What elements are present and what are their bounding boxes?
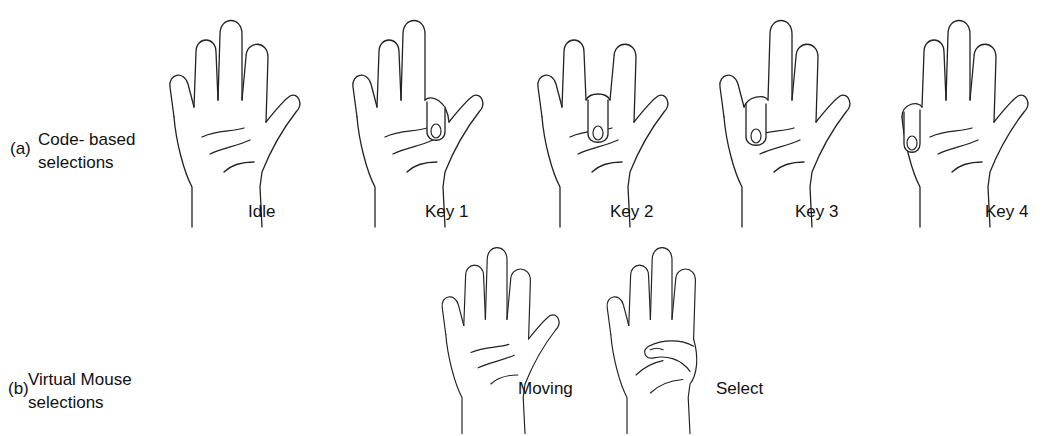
thumb xyxy=(523,315,559,434)
hand-outline xyxy=(724,117,742,227)
finger xyxy=(607,297,629,335)
finger xyxy=(970,44,996,122)
row-heading: Virtual Mouse selections xyxy=(28,368,146,414)
finger xyxy=(629,265,651,325)
gesture-label: Key 3 xyxy=(795,200,838,223)
finger-knuckle xyxy=(586,94,610,100)
finger xyxy=(401,21,425,101)
hand-outline xyxy=(174,117,192,227)
finger xyxy=(792,44,818,122)
hand-key-3 xyxy=(720,21,850,228)
finger xyxy=(170,75,194,117)
hand-outline xyxy=(357,117,375,227)
finger xyxy=(442,297,464,335)
panel-letter: (a) xyxy=(10,137,31,160)
finger-nail xyxy=(907,136,917,150)
gesture-label: Moving xyxy=(518,377,573,400)
gesture-label: Key 4 xyxy=(985,200,1028,223)
folded-finger xyxy=(588,100,608,142)
thumb-nail xyxy=(650,348,663,349)
finger xyxy=(538,75,562,117)
finger xyxy=(485,248,507,320)
finger xyxy=(242,44,268,122)
finger xyxy=(353,75,377,117)
finger xyxy=(194,40,218,107)
finger xyxy=(562,40,586,107)
gesture-label: Key 2 xyxy=(610,200,653,223)
hand-outline xyxy=(611,335,627,434)
finger xyxy=(464,265,486,325)
finger xyxy=(946,21,970,101)
hand-key-4 xyxy=(902,21,1028,228)
folded-thumb xyxy=(645,341,694,372)
finger xyxy=(650,248,672,320)
finger-nail xyxy=(431,124,441,138)
finger xyxy=(768,21,792,101)
finger xyxy=(720,75,744,117)
hand-moving xyxy=(442,248,559,434)
hand-key-2 xyxy=(538,40,668,227)
finger xyxy=(218,21,242,101)
row-heading: Code- based selections xyxy=(38,128,144,174)
gesture-label: Idle xyxy=(248,200,275,223)
hand-select xyxy=(607,248,697,434)
finger-nail xyxy=(593,126,603,140)
palm-crease xyxy=(930,128,982,172)
finger xyxy=(507,269,530,339)
gesture-label: Key 1 xyxy=(425,200,468,223)
hand-key-1 xyxy=(353,21,483,228)
folded-finger xyxy=(746,104,766,145)
finger xyxy=(922,40,946,107)
panel-letter: (b) xyxy=(8,377,29,400)
finger xyxy=(672,269,695,339)
folded-finger xyxy=(427,102,445,140)
hand-idle xyxy=(170,21,300,228)
gesture-label: Select xyxy=(716,377,763,400)
folded-finger xyxy=(904,110,920,152)
palm-crease xyxy=(202,128,254,172)
finger xyxy=(610,44,636,122)
finger-nail xyxy=(751,129,761,143)
hand-outline xyxy=(542,117,560,227)
palm-crease xyxy=(752,128,804,172)
finger xyxy=(377,40,401,107)
hand-outline xyxy=(446,335,462,434)
palm-crease xyxy=(471,344,518,384)
palm-crease xyxy=(636,361,683,393)
